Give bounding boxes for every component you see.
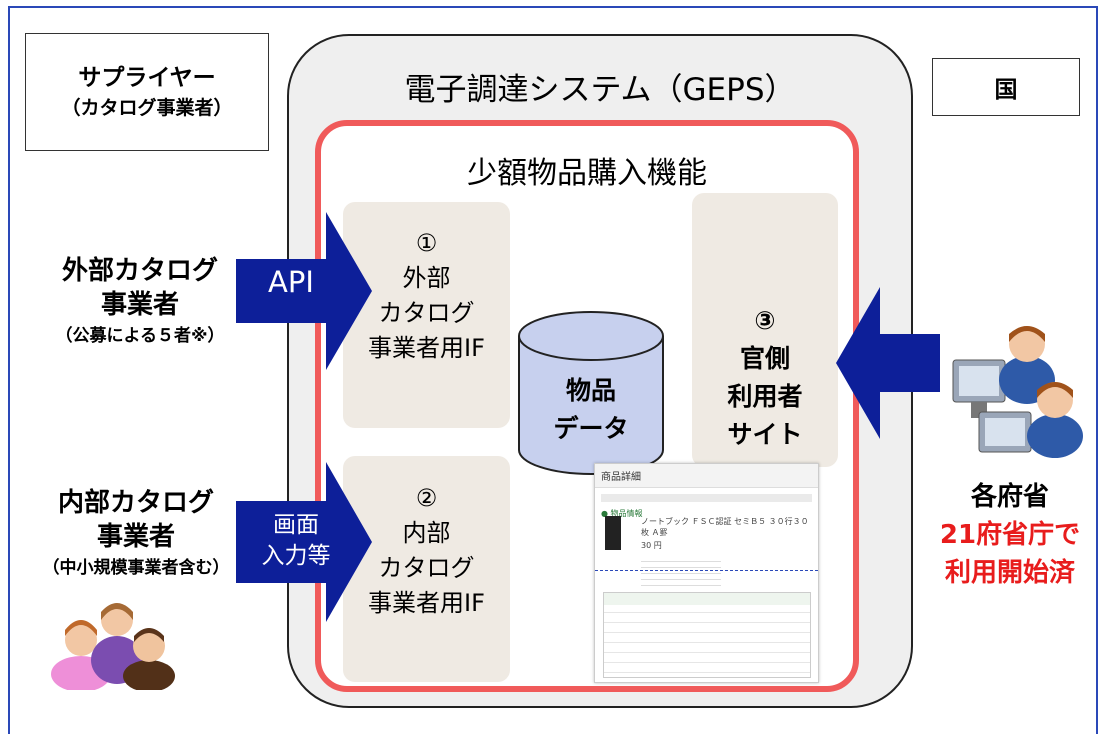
screenshot-product-name: ノートブック ＦＳＣ認証 セミＢ５ ３０行３０枚 Ａ罫 [641,517,809,537]
internal-suppliers-line1: 内部カタログ [57,488,214,518]
screenshot-price: 30 円 [641,541,662,550]
panel3-number: ③ [754,306,776,335]
internal-suppliers-note: （中小規模事業者含む） [42,558,230,578]
purchase-function-title: 少額物品購入機能 [467,156,707,191]
screenshot-table-header [604,593,810,605]
agencies-line2: 21府省庁で [939,520,1081,550]
panel1-line2: カタログ [378,299,475,327]
screenshot-breadcrumb-bar [601,494,812,502]
input-line1: 画面 [273,512,319,538]
panel1-line1: 外部 [402,264,451,292]
internal-catalog-if-panel [343,456,510,682]
api-arrow [236,212,372,370]
screenshot-dashed-divider [595,570,818,571]
input-line2: 入力等 [261,543,331,569]
panel1-number: ① [415,229,438,257]
country-box: 国 [932,58,1080,116]
notebook-image [605,516,621,550]
agencies-line1: 各府省 [970,482,1049,512]
panel3-line3: サイト [727,420,803,449]
supplier-box: サプライヤー （カタログ事業者） [25,33,269,151]
supplier-subtitle: （カタログ事業者） [61,97,233,119]
business-people-icon [51,603,175,690]
agencies-label: 各府省 21府省庁で 利用開始済 [920,478,1100,592]
panel2-number: ② [415,484,438,512]
product-detail-screenshot: 商品詳細 ● 物品情報 ノートブック ＦＳＣ認証 セミＢ５ ３０行３０枚 Ａ罫 … [594,463,819,683]
agencies-line3: 利用開始済 [944,558,1075,588]
external-suppliers-note: （公募による５者※） [55,326,225,346]
panel2-line2: カタログ [378,554,475,582]
screenshot-supplier-table [603,592,811,678]
country-label: 国 [994,77,1018,103]
panel1-text: ① 外部 カタログ 事業者用IF [343,226,510,366]
database-label: 物品 データ [515,372,667,448]
external-catalog-if-panel [343,202,510,428]
external-suppliers-label: 外部カタログ 事業者 （公募による５者※） [15,254,265,350]
screenshot-section-title: ● 物品情報 [601,509,643,518]
panel2-line3: 事業者用IF [368,589,485,617]
external-suppliers-line1: 外部カタログ [61,256,218,286]
supplier-title: サプライヤー [78,65,216,91]
product-database-cylinder [518,311,664,475]
panel2-text: ② 内部 カタログ 事業者用IF [343,481,510,621]
government-user-site-panel [692,193,838,467]
manual-input-arrow-label: 画面 入力等 [236,510,356,572]
database-line2: データ [553,414,629,443]
geps-title: 電子調達システム（GEPS） [404,72,796,108]
agency-access-arrow [836,287,940,439]
panel3-text: ③ 官側 利用者 サイト [692,302,838,454]
screenshot-spec-lines [641,556,721,586]
panel3-line2: 利用者 [727,382,803,411]
screenshot-header: 商品詳細 [595,464,818,488]
panel3-line1: 官側 [739,344,790,373]
internal-suppliers-label: 内部カタログ 事業者 （中小規模事業者含む） [5,486,267,582]
internal-suppliers-line2: 事業者 [96,522,175,552]
outer-frame [8,6,1098,734]
database-line1: 物品 [565,376,616,405]
manual-input-arrow [236,462,372,622]
government-officials-icon [952,326,1083,458]
panel2-line1: 内部 [402,519,451,547]
api-arrow-label: API [268,265,314,299]
panel1-line3: 事業者用IF [368,334,485,362]
external-suppliers-line2: 事業者 [100,290,179,320]
